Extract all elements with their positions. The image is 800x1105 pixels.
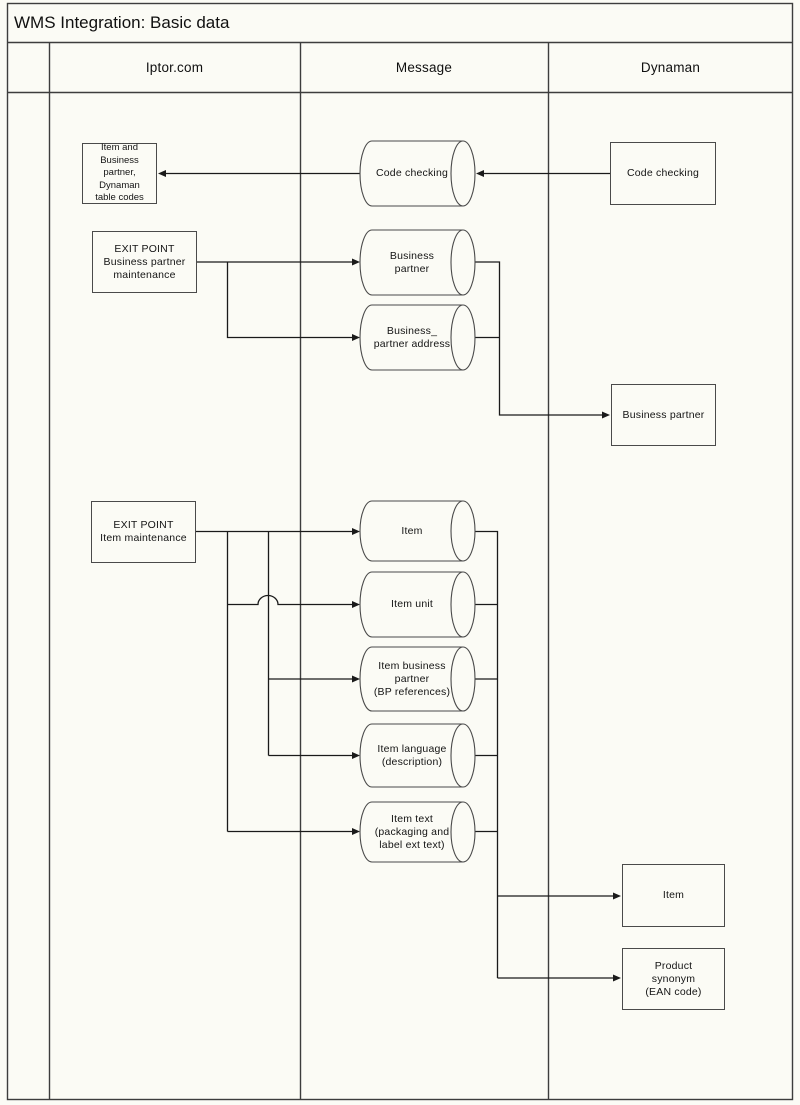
arrow-into-itemunit-cylinder xyxy=(352,601,360,608)
cylinder-business-partner-shape xyxy=(359,229,476,296)
arrow-into-bpaddress-cylinder xyxy=(352,334,360,341)
arrow-into-dynaman-bp-box xyxy=(602,411,610,419)
arrow-into-itemtext-cylinder xyxy=(352,828,360,835)
arrow-into-product-synonym-box xyxy=(613,974,621,982)
arrow-into-itembp-cylinder xyxy=(352,675,360,683)
arrow-into-itemlanguage-cylinder xyxy=(352,752,360,759)
connector-bp-to-dynaman xyxy=(475,261,602,416)
node-product-synonym: Product synonym (EAN code) xyxy=(622,948,725,1010)
label-cylinder-item-bp: Item business partner (BP references) xyxy=(373,659,451,698)
label-cylinder-item-text: Item text (packaging and label ext text) xyxy=(374,812,450,851)
cylinder-item-shape xyxy=(359,500,476,562)
arrow-into-bp-cylinder xyxy=(352,258,360,266)
arrow-into-item-cylinder xyxy=(352,528,360,535)
diagram-title: WMS Integration: Basic data xyxy=(14,13,230,32)
label-cylinder-bp-address: Business_ partner address xyxy=(373,324,451,350)
node-exit-point-bp-maintenance: EXIT POINT Business partner maintenance xyxy=(92,231,197,293)
connectors xyxy=(166,172,613,979)
label-cylinder-item-language: Item language (description) xyxy=(377,742,447,768)
arrowheads xyxy=(158,170,621,982)
arrow-into-dynaman-item-box xyxy=(613,892,621,900)
outer-border xyxy=(6,2,794,1101)
node-dynaman-business-partner: Business partner xyxy=(611,384,716,446)
cylinder-item-bp-shape xyxy=(359,646,476,712)
label-cylinder-code-checking: Code checking xyxy=(375,167,449,179)
connector-to-itemunit-with-hop xyxy=(227,594,352,606)
cylinder-item-language-shape xyxy=(359,723,476,788)
swimlane-grid xyxy=(6,2,794,1101)
arrow-into-tablecodes-box xyxy=(158,170,166,177)
node-exit-point-item-maintenance: EXIT POINT Item maintenance xyxy=(91,501,196,563)
node-dynaman-code-checking: Code checking xyxy=(610,142,716,205)
lane-header-dynaman: Dynaman xyxy=(640,59,701,75)
node-item-and-bp-table-codes: Item and Business partner, Dynaman table… xyxy=(82,142,157,204)
label-cylinder-business-partner: Business partner xyxy=(389,249,435,275)
label-cylinder-item: Item xyxy=(401,524,423,537)
cylinder-item-unit-shape xyxy=(359,571,476,638)
label-cylinder-item-unit: Item unit xyxy=(390,598,434,610)
lane-header-iptor: Iptor.com xyxy=(145,59,204,75)
collector-bus-vertical xyxy=(475,530,499,978)
lane-header-message: Message xyxy=(395,59,453,75)
arrow-into-code-cylinder xyxy=(476,170,484,177)
cylinder-item-text-shape xyxy=(359,801,476,863)
cylinder-code-checking-shape xyxy=(359,140,476,207)
connector-exitbp-to-bpaddress xyxy=(226,262,352,339)
message-cylinders xyxy=(359,140,476,863)
node-dynaman-item: Item xyxy=(622,864,725,927)
cylinder-bp-address-shape xyxy=(359,304,476,371)
